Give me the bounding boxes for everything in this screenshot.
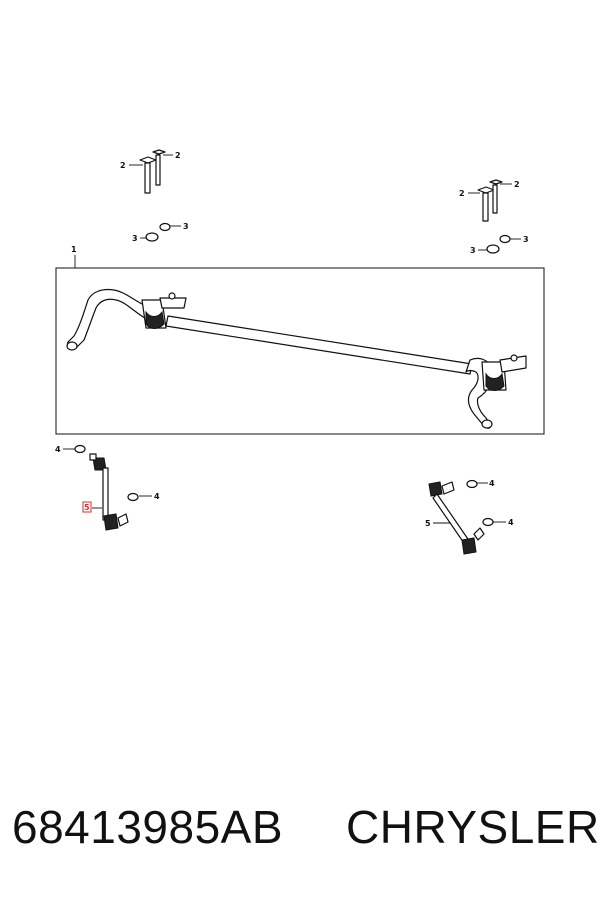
brand-name: CHRYSLER bbox=[346, 801, 600, 853]
bolt-pair-right bbox=[477, 179, 503, 222]
stabilizer-bar bbox=[66, 288, 527, 429]
callout-3-left-b: 3 bbox=[183, 222, 189, 231]
callout-4-right-b: 4 bbox=[508, 518, 514, 527]
callout-4-left-b: 4 bbox=[154, 492, 160, 501]
callout-2-right-b: 2 bbox=[514, 180, 520, 189]
footer: 68413985AB CHRYSLER bbox=[0, 800, 600, 860]
callout-2-left-a: 2 bbox=[120, 161, 126, 170]
callout-2-right-a: 2 bbox=[459, 189, 465, 198]
sway-bar-link-right bbox=[428, 479, 494, 555]
callout-3-right-b: 3 bbox=[523, 235, 529, 244]
part-number: 68413985AB bbox=[12, 801, 284, 853]
sway-bar-link-left bbox=[74, 444, 139, 531]
callout-4-left-a: 4 bbox=[55, 445, 61, 454]
bolt-pair-left bbox=[139, 149, 166, 194]
callout-1: 1 bbox=[71, 245, 77, 254]
highlight-box bbox=[82, 501, 92, 513]
stabilizer-bar-frame bbox=[55, 267, 545, 435]
nut-pair-left bbox=[145, 222, 171, 242]
nut-pair-right bbox=[486, 234, 511, 254]
callout-5-left: 5 bbox=[84, 503, 90, 512]
callout-3-right-a: 3 bbox=[470, 246, 476, 255]
callout-3-left-a: 3 bbox=[132, 234, 138, 243]
callout-5-right: 5 bbox=[425, 519, 431, 528]
callout-4-right-a: 4 bbox=[489, 479, 495, 488]
callout-2-left-b: 2 bbox=[175, 151, 181, 160]
